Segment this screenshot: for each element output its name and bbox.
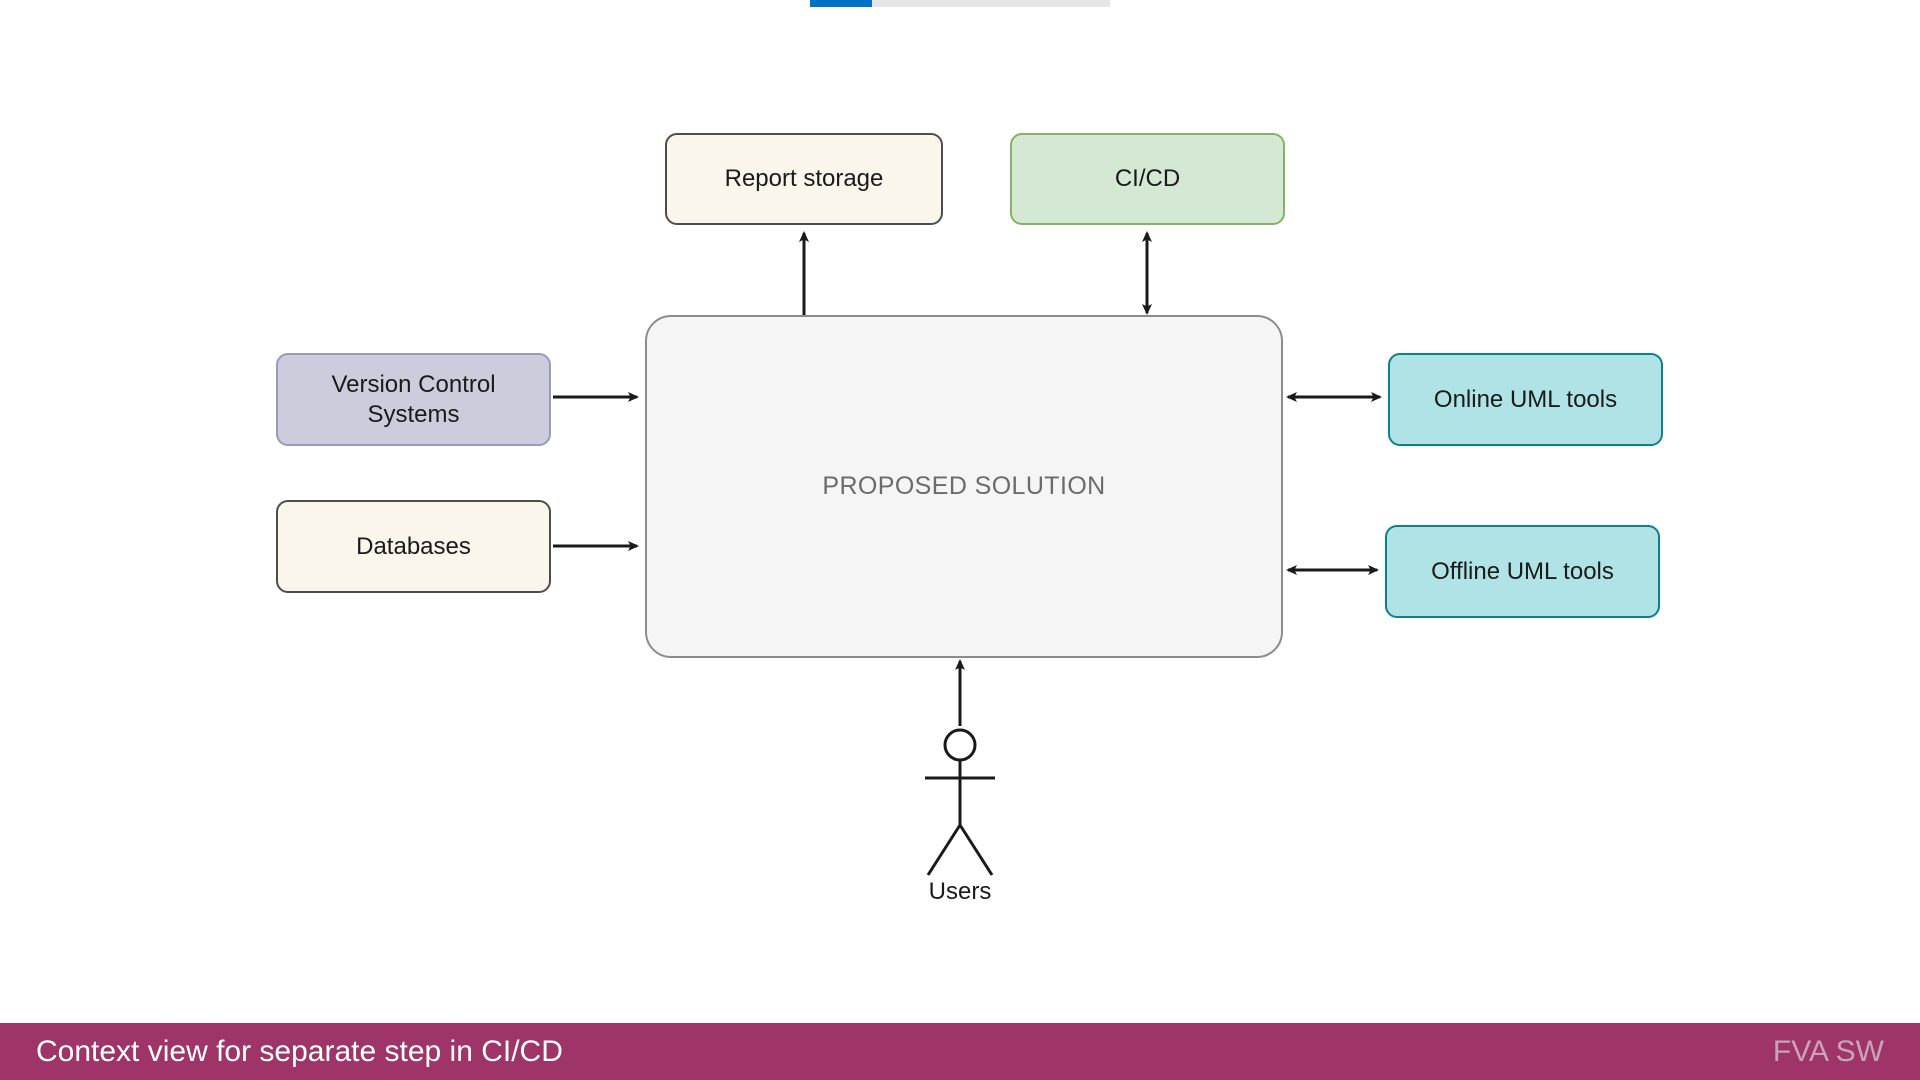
context-diagram: PROPOSED SOLUTION Report storage CI/CD V…: [276, 133, 1663, 915]
node-report-storage[interactable]: Report storage: [665, 133, 943, 225]
slide-progress-bar[interactable]: [810, 0, 1110, 7]
node-databases-label: Databases: [356, 532, 471, 560]
footer-title: Context view for separate step in CI/CD: [36, 1034, 563, 1068]
node-proposed-solution-label: PROPOSED SOLUTION: [822, 471, 1106, 500]
node-online-uml-tools-label: Online UML tools: [1433, 385, 1618, 413]
node-cicd[interactable]: CI/CD: [1010, 133, 1285, 225]
footer-bar: Context view for separate step in CI/CD …: [0, 1023, 1920, 1080]
node-version-control-systems-label: Version Control Systems: [331, 370, 496, 428]
actor-users-label: Users: [928, 878, 992, 905]
node-offline-uml-tools[interactable]: Offline UML tools: [1385, 525, 1660, 618]
node-databases[interactable]: Databases: [276, 500, 551, 593]
node-version-control-systems[interactable]: Version Control Systems: [276, 353, 551, 446]
node-report-storage-label: Report storage: [724, 165, 884, 192]
node-cicd-label: CI/CD: [1114, 165, 1181, 192]
footer-brand: FVA SW: [1772, 1034, 1884, 1068]
actor-users-icon[interactable]: [880, 715, 1040, 915]
progress-track: [810, 0, 1110, 7]
node-offline-uml-tools-label: Offline UML tools: [1431, 557, 1614, 585]
node-online-uml-tools[interactable]: Online UML tools: [1388, 353, 1663, 446]
node-proposed-solution[interactable]: PROPOSED SOLUTION: [645, 315, 1283, 658]
progress-fill: [810, 0, 872, 7]
